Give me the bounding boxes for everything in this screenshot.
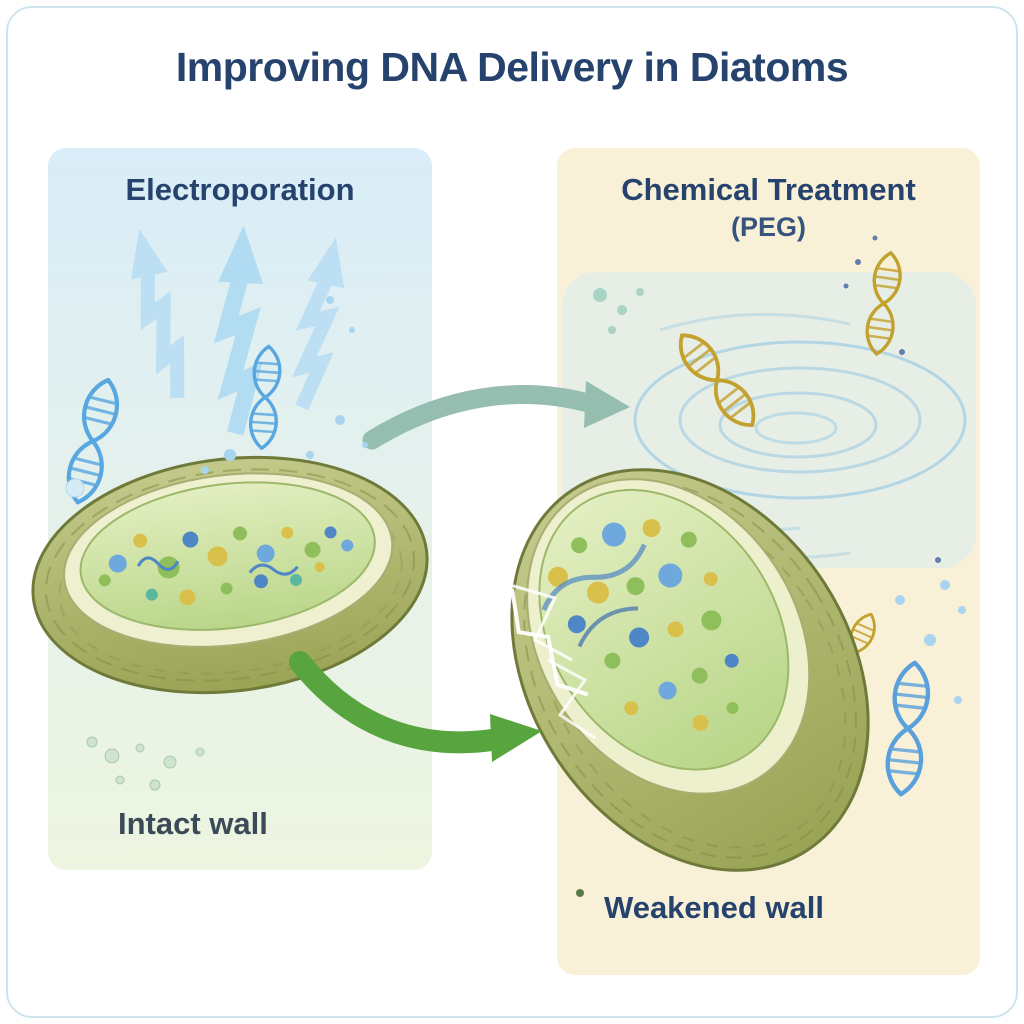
electroporation-panel: Electroporation: [48, 148, 432, 870]
peg-subheading: (PEG): [730, 212, 806, 242]
chemical-treatment-panel: Chemical Treatment (PEG): [557, 148, 980, 975]
intact-wall-label: Intact wall: [118, 806, 268, 841]
electroporation-heading: Electroporation: [125, 172, 355, 207]
weakened-wall-label: Weakened wall: [604, 890, 824, 925]
chemical-heading: Chemical Treatment: [621, 172, 916, 207]
page-title: Improving DNA Delivery in Diatoms: [175, 44, 849, 90]
